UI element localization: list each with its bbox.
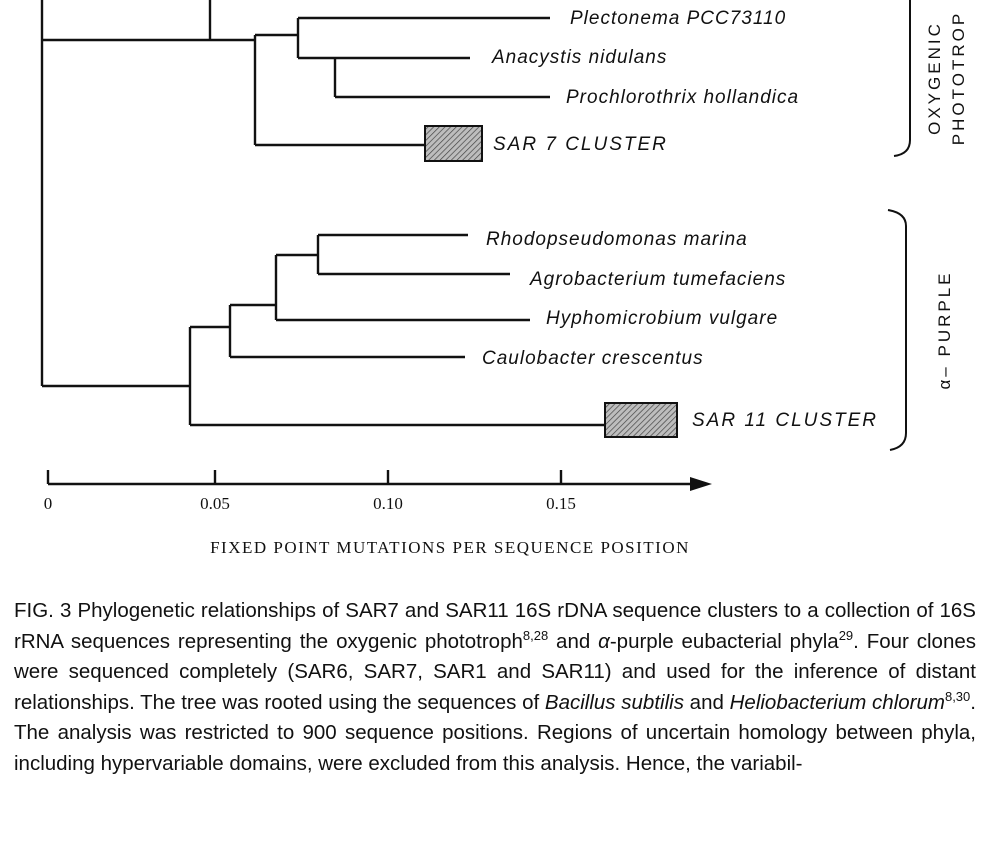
caption-text: FIG. 3 Phylogenetic relationships of SAR… bbox=[14, 599, 976, 653]
citation-ref: 29 bbox=[838, 627, 854, 643]
cluster-label: SAR 11 CLUSTER bbox=[692, 410, 878, 431]
caption-text: and bbox=[548, 629, 599, 653]
sar7-cluster-box bbox=[424, 125, 483, 162]
tick-label: 0.10 bbox=[373, 494, 403, 513]
tick-label: 0.05 bbox=[200, 494, 230, 513]
phylogenetic-tree: Plectonema PCC73110 Anacystis nidulans P… bbox=[40, 0, 968, 513]
taxon-label: Prochlorothrix hollandica bbox=[566, 87, 799, 108]
tree-branches bbox=[40, 0, 605, 427]
caption-text: . Four clones were sequenced completely … bbox=[14, 629, 976, 714]
caption-greek-alpha: α bbox=[598, 629, 610, 653]
cluster-label: SAR 7 CLUSTER bbox=[493, 134, 668, 155]
citation-ref: 8,28 bbox=[522, 627, 549, 643]
tick-label: 0.15 bbox=[546, 494, 576, 513]
taxon-label: Agrobacterium tumefaciens bbox=[529, 269, 786, 290]
caption-species-name: Bacillus subtilis bbox=[544, 690, 684, 714]
group-brackets bbox=[887, 0, 911, 451]
tick-label: 0 bbox=[44, 494, 53, 513]
taxon-label: Caulobacter crescentus bbox=[482, 348, 704, 369]
figure-caption: FIG. 3 Phylogenetic relationships of SAR… bbox=[14, 596, 976, 779]
axis-title: FIXED POINT MUTATIONS PER SEQUENCE POSIT… bbox=[210, 538, 690, 557]
group-label-alpha-purple: α– PURPLE bbox=[935, 270, 954, 389]
cluster-boxes bbox=[424, 125, 678, 438]
group-label-phototroph: PHOTOTROP bbox=[949, 11, 968, 145]
caption-text: and bbox=[683, 690, 730, 714]
taxon-label: Anacystis nidulans bbox=[491, 47, 667, 68]
scale-axis: 0 0.05 0.10 0.15 bbox=[44, 470, 712, 513]
sar11-cluster-box bbox=[604, 402, 678, 438]
taxon-label: Hyphomicrobium vulgare bbox=[546, 308, 778, 329]
taxon-label: Plectonema PCC73110 bbox=[570, 8, 786, 29]
group-labels: OXYGENIC PHOTOTROP α– PURPLE bbox=[925, 11, 968, 390]
caption-species-name: Heliobacterium chlorum bbox=[729, 690, 945, 714]
group-label-oxygenic: OXYGENIC bbox=[925, 21, 944, 135]
caption-text: . The analysis was restricted to 900 seq… bbox=[14, 690, 976, 775]
citation-ref: 8,30 bbox=[944, 688, 971, 704]
caption-text: -purple eubacterial phyla bbox=[609, 629, 839, 653]
taxon-label: Rhodopseudomonas marina bbox=[486, 229, 748, 250]
taxon-labels: Plectonema PCC73110 Anacystis nidulans P… bbox=[482, 8, 878, 431]
